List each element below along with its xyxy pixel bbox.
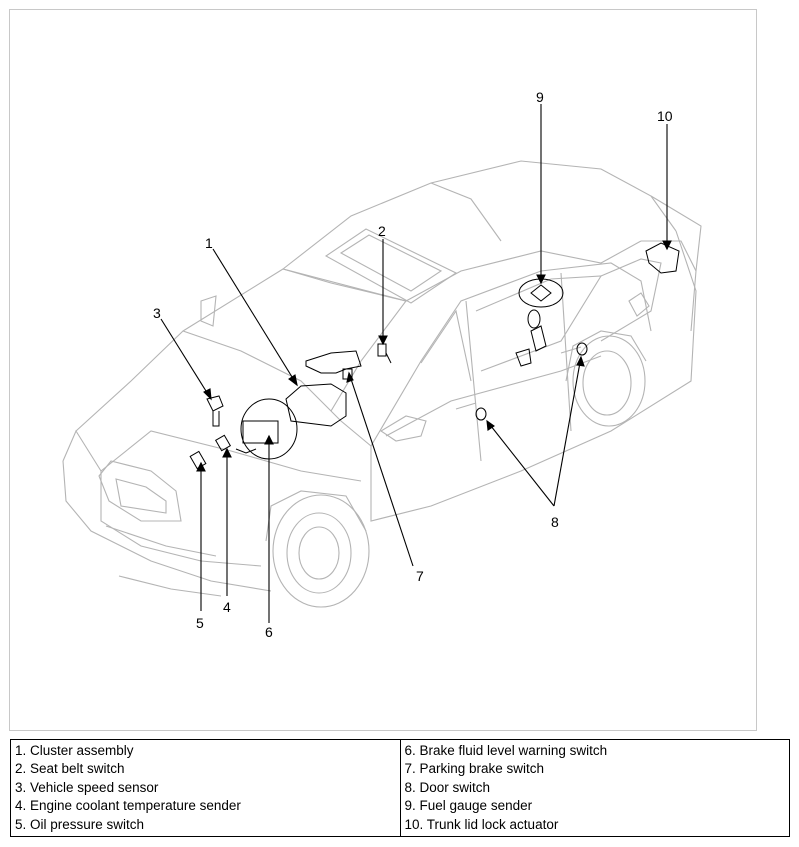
seat-belt-switch-shape (377, 343, 387, 357)
legend-right-column: 6. Brake fluid level warning switch 7. P… (399, 738, 790, 838)
callout-10: 10 (657, 108, 673, 124)
coolant-sender-shape (214, 434, 232, 452)
callout-7: 7 (416, 568, 424, 584)
callout-9: 9 (536, 89, 544, 105)
leader-lines (160, 104, 672, 623)
legend-item: 7. Parking brake switch (404, 761, 545, 777)
callout-1: 1 (205, 235, 213, 251)
diagram-frame: 1 2 3 4 5 6 7 8 9 10 (9, 9, 757, 731)
callout-6: 6 (265, 624, 273, 640)
callout-5: 5 (196, 615, 204, 631)
brake-switch-shape (242, 420, 279, 444)
callout-8: 8 (551, 514, 559, 530)
legend-item: 3. Vehicle speed sensor (15, 779, 159, 795)
door-switch-front-shape (475, 407, 487, 421)
callout-2: 2 (378, 223, 386, 239)
callout-4: 4 (223, 599, 231, 615)
legend-item: 10. Trunk lid lock actuator (404, 816, 559, 832)
legend-item: 1. Cluster assembly (15, 743, 134, 758)
legend-item: 5. Oil pressure switch (15, 816, 145, 832)
trunk-actuator-shape (645, 242, 680, 274)
oil-pressure-switch-shape (189, 450, 207, 470)
legend-left-column: 1. Cluster assembly 2. Seat belt switch … (10, 738, 401, 838)
legend-item: 6. Brake fluid level warning switch (404, 743, 608, 758)
callout-3: 3 (153, 305, 161, 321)
legend-item: 9. Fuel gauge sender (404, 798, 533, 814)
car-body-outline (62, 160, 702, 608)
legend-item: 8. Door switch (404, 779, 491, 795)
legend-item: 4. Engine coolant temperature sender (15, 798, 241, 814)
legend-item: 2. Seat belt switch (15, 761, 125, 777)
dash-panel-shape (305, 350, 362, 374)
cluster-assembly-shape (285, 383, 347, 427)
vehicle-line-drawing (62, 104, 702, 623)
legend-table: 1. Cluster assembly 2. Seat belt switch … (10, 738, 790, 838)
component-drawings (189, 242, 680, 470)
vehicle-speed-sensor-shape (206, 395, 224, 412)
door-switch-rear-shape (576, 342, 588, 356)
